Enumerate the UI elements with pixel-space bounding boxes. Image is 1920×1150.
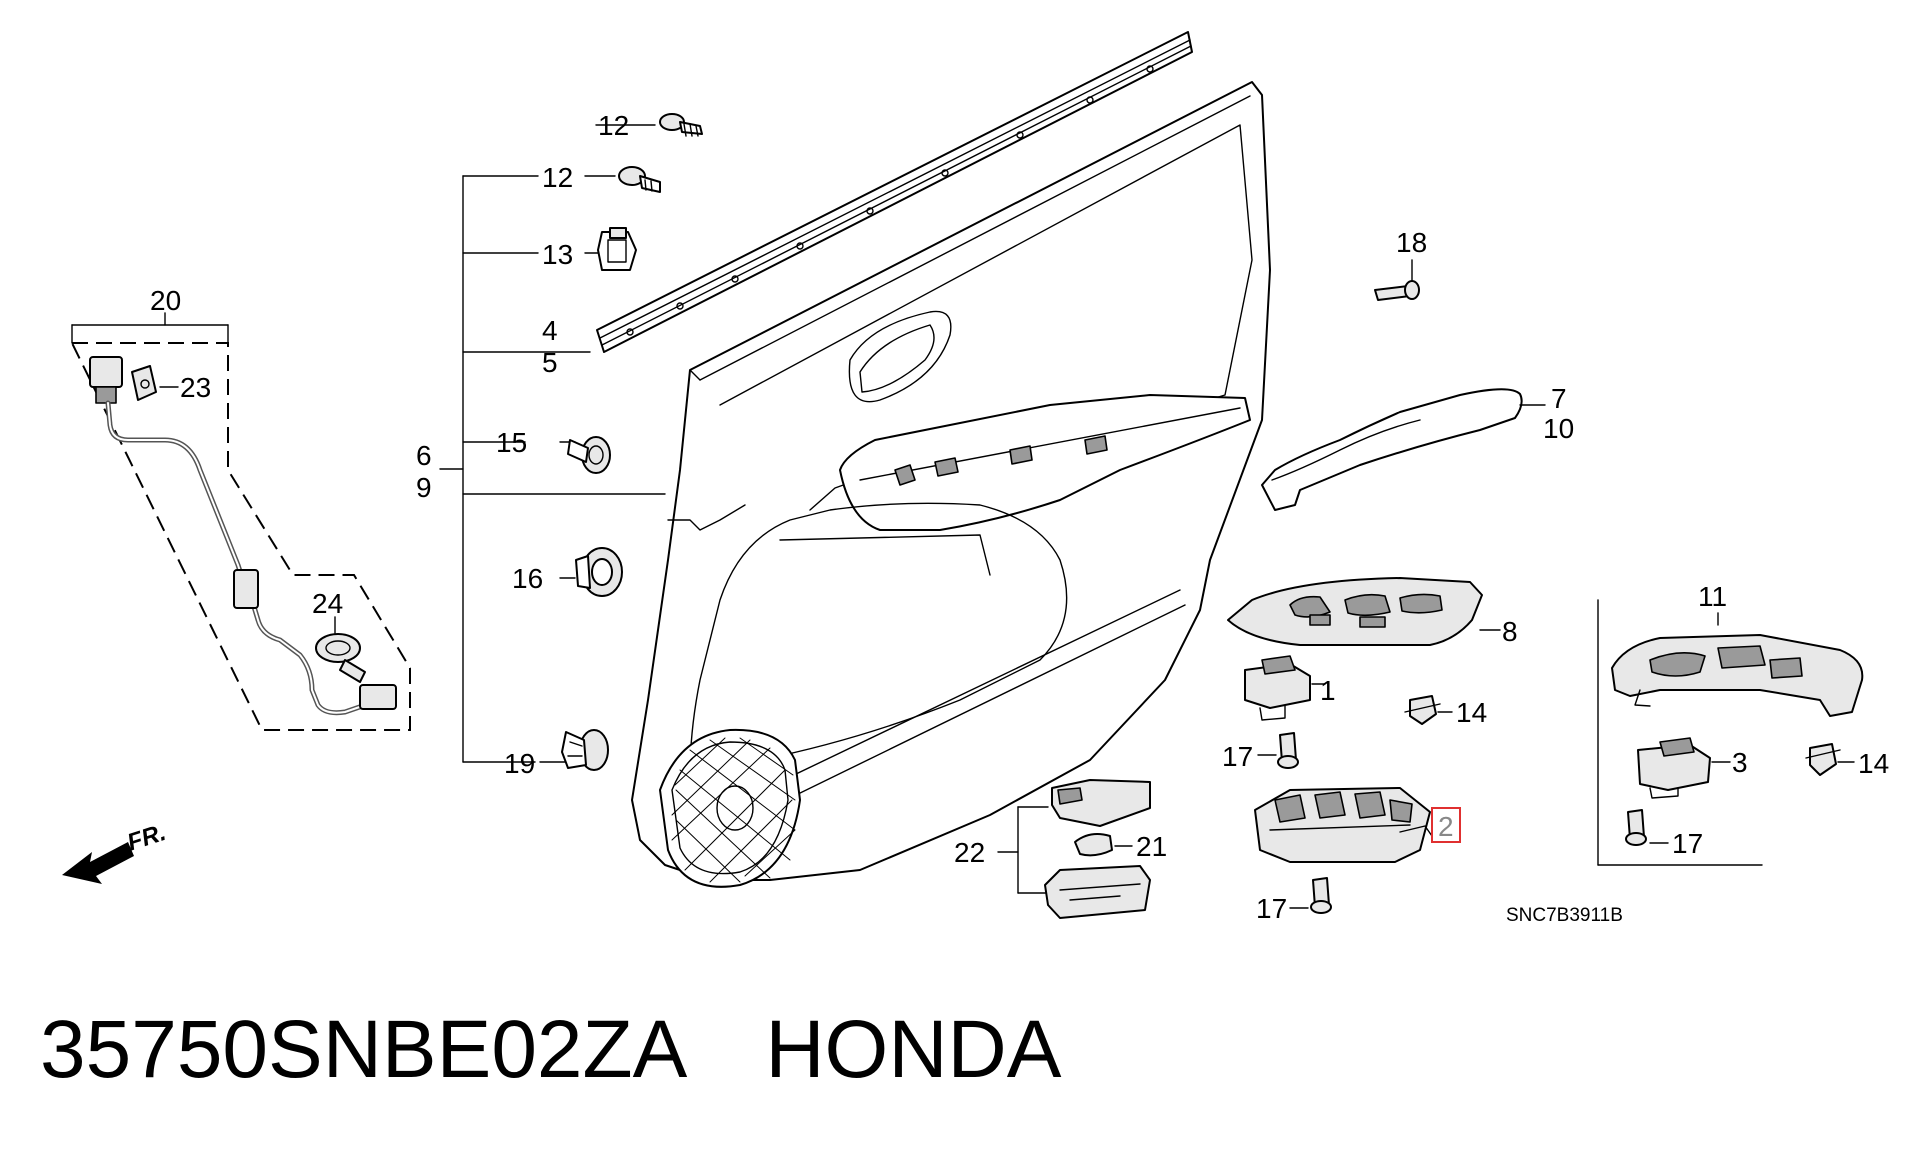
bulb-21 [1074, 833, 1113, 857]
callout-12-mid: 12 [542, 162, 573, 193]
callout-labels: 1 2 3 4 5 6 7 8 9 10 11 12 12 13 14 14 1… [150, 110, 1889, 926]
callout-20: 20 [150, 285, 181, 316]
callout-23: 23 [180, 372, 211, 403]
callout-17-b: 17 [1256, 893, 1287, 924]
switch-1 [1244, 655, 1326, 721]
harness-wire [105, 400, 383, 716]
callout-22: 22 [954, 837, 985, 868]
switch-panel-11 [1611, 634, 1864, 717]
wire-harness-group [70, 312, 411, 731]
callout-13: 13 [542, 239, 573, 270]
callout-6: 6 [416, 440, 432, 471]
clip-14-middle [1404, 695, 1453, 725]
switch-3 [1637, 737, 1731, 799]
clip-14-right [1805, 743, 1855, 776]
callout-15: 15 [496, 427, 527, 458]
screw-17-c [1625, 809, 1669, 846]
screw-18 [1374, 259, 1420, 301]
drawing-code: SNC7B3911B [1506, 905, 1623, 926]
screw-17-a [1257, 732, 1299, 769]
switch-panel-8 [1227, 577, 1501, 646]
highlight-box [1431, 807, 1461, 843]
front-direction-arrow: FR. [62, 819, 169, 884]
group-6-9-bracket [439, 124, 666, 763]
callout-19: 19 [504, 748, 535, 779]
callout-8: 8 [1502, 616, 1518, 647]
callout-4: 4 [542, 315, 558, 346]
clip-15 [567, 436, 611, 474]
callout-17-a: 17 [1222, 741, 1253, 772]
callout-2-highlighted: 2 [1438, 811, 1454, 842]
callout-12-top: 12 [598, 110, 629, 141]
clip-23 [131, 365, 157, 401]
harness-connector [89, 356, 123, 388]
clip-12-top [659, 113, 703, 137]
callout-14-mid: 14 [1456, 697, 1487, 728]
callout-1: 1 [1320, 675, 1336, 706]
brand-name: HONDA [765, 1004, 1062, 1095]
callout-24: 24 [312, 588, 343, 619]
callout-10: 10 [1543, 413, 1574, 444]
callout-3: 3 [1732, 747, 1748, 778]
courtesy-light-group [997, 779, 1151, 919]
clip-16 [575, 547, 623, 597]
clip-19 [561, 729, 609, 771]
door-moulding-4-5 [596, 31, 1193, 353]
callout-17-c: 17 [1672, 828, 1703, 859]
harness-clip [233, 569, 259, 609]
callout-21: 21 [1136, 831, 1167, 862]
group-11-bracket [1597, 599, 1763, 866]
door-lining-panel [631, 81, 1271, 888]
callout-11: 11 [1698, 581, 1727, 612]
callout-5: 5 [542, 347, 558, 378]
screw-17-b [1289, 877, 1332, 914]
light-base-22 [1044, 865, 1151, 919]
armrest-pad-7-10 [1261, 388, 1546, 511]
master-switch-2 [1254, 787, 1443, 863]
callout-9: 9 [416, 472, 432, 503]
harness-end-connector [359, 684, 397, 710]
clip-12-mid [618, 166, 661, 193]
callout-7: 7 [1551, 383, 1567, 414]
callout-18: 18 [1396, 227, 1427, 258]
fasteners-left [561, 113, 703, 771]
part-number-footer: 35750SNBE02ZA HONDA [40, 1005, 1061, 1095]
speaker-grille [659, 728, 801, 888]
part-number: 35750SNBE02ZA [40, 1004, 688, 1095]
cable-band-24 [315, 633, 361, 663]
group-20-dashed-outline [70, 342, 411, 731]
callout-16: 16 [512, 563, 543, 594]
clip-13 [597, 227, 637, 271]
callout-14-right: 14 [1858, 748, 1889, 779]
front-label: FR. [124, 819, 169, 857]
